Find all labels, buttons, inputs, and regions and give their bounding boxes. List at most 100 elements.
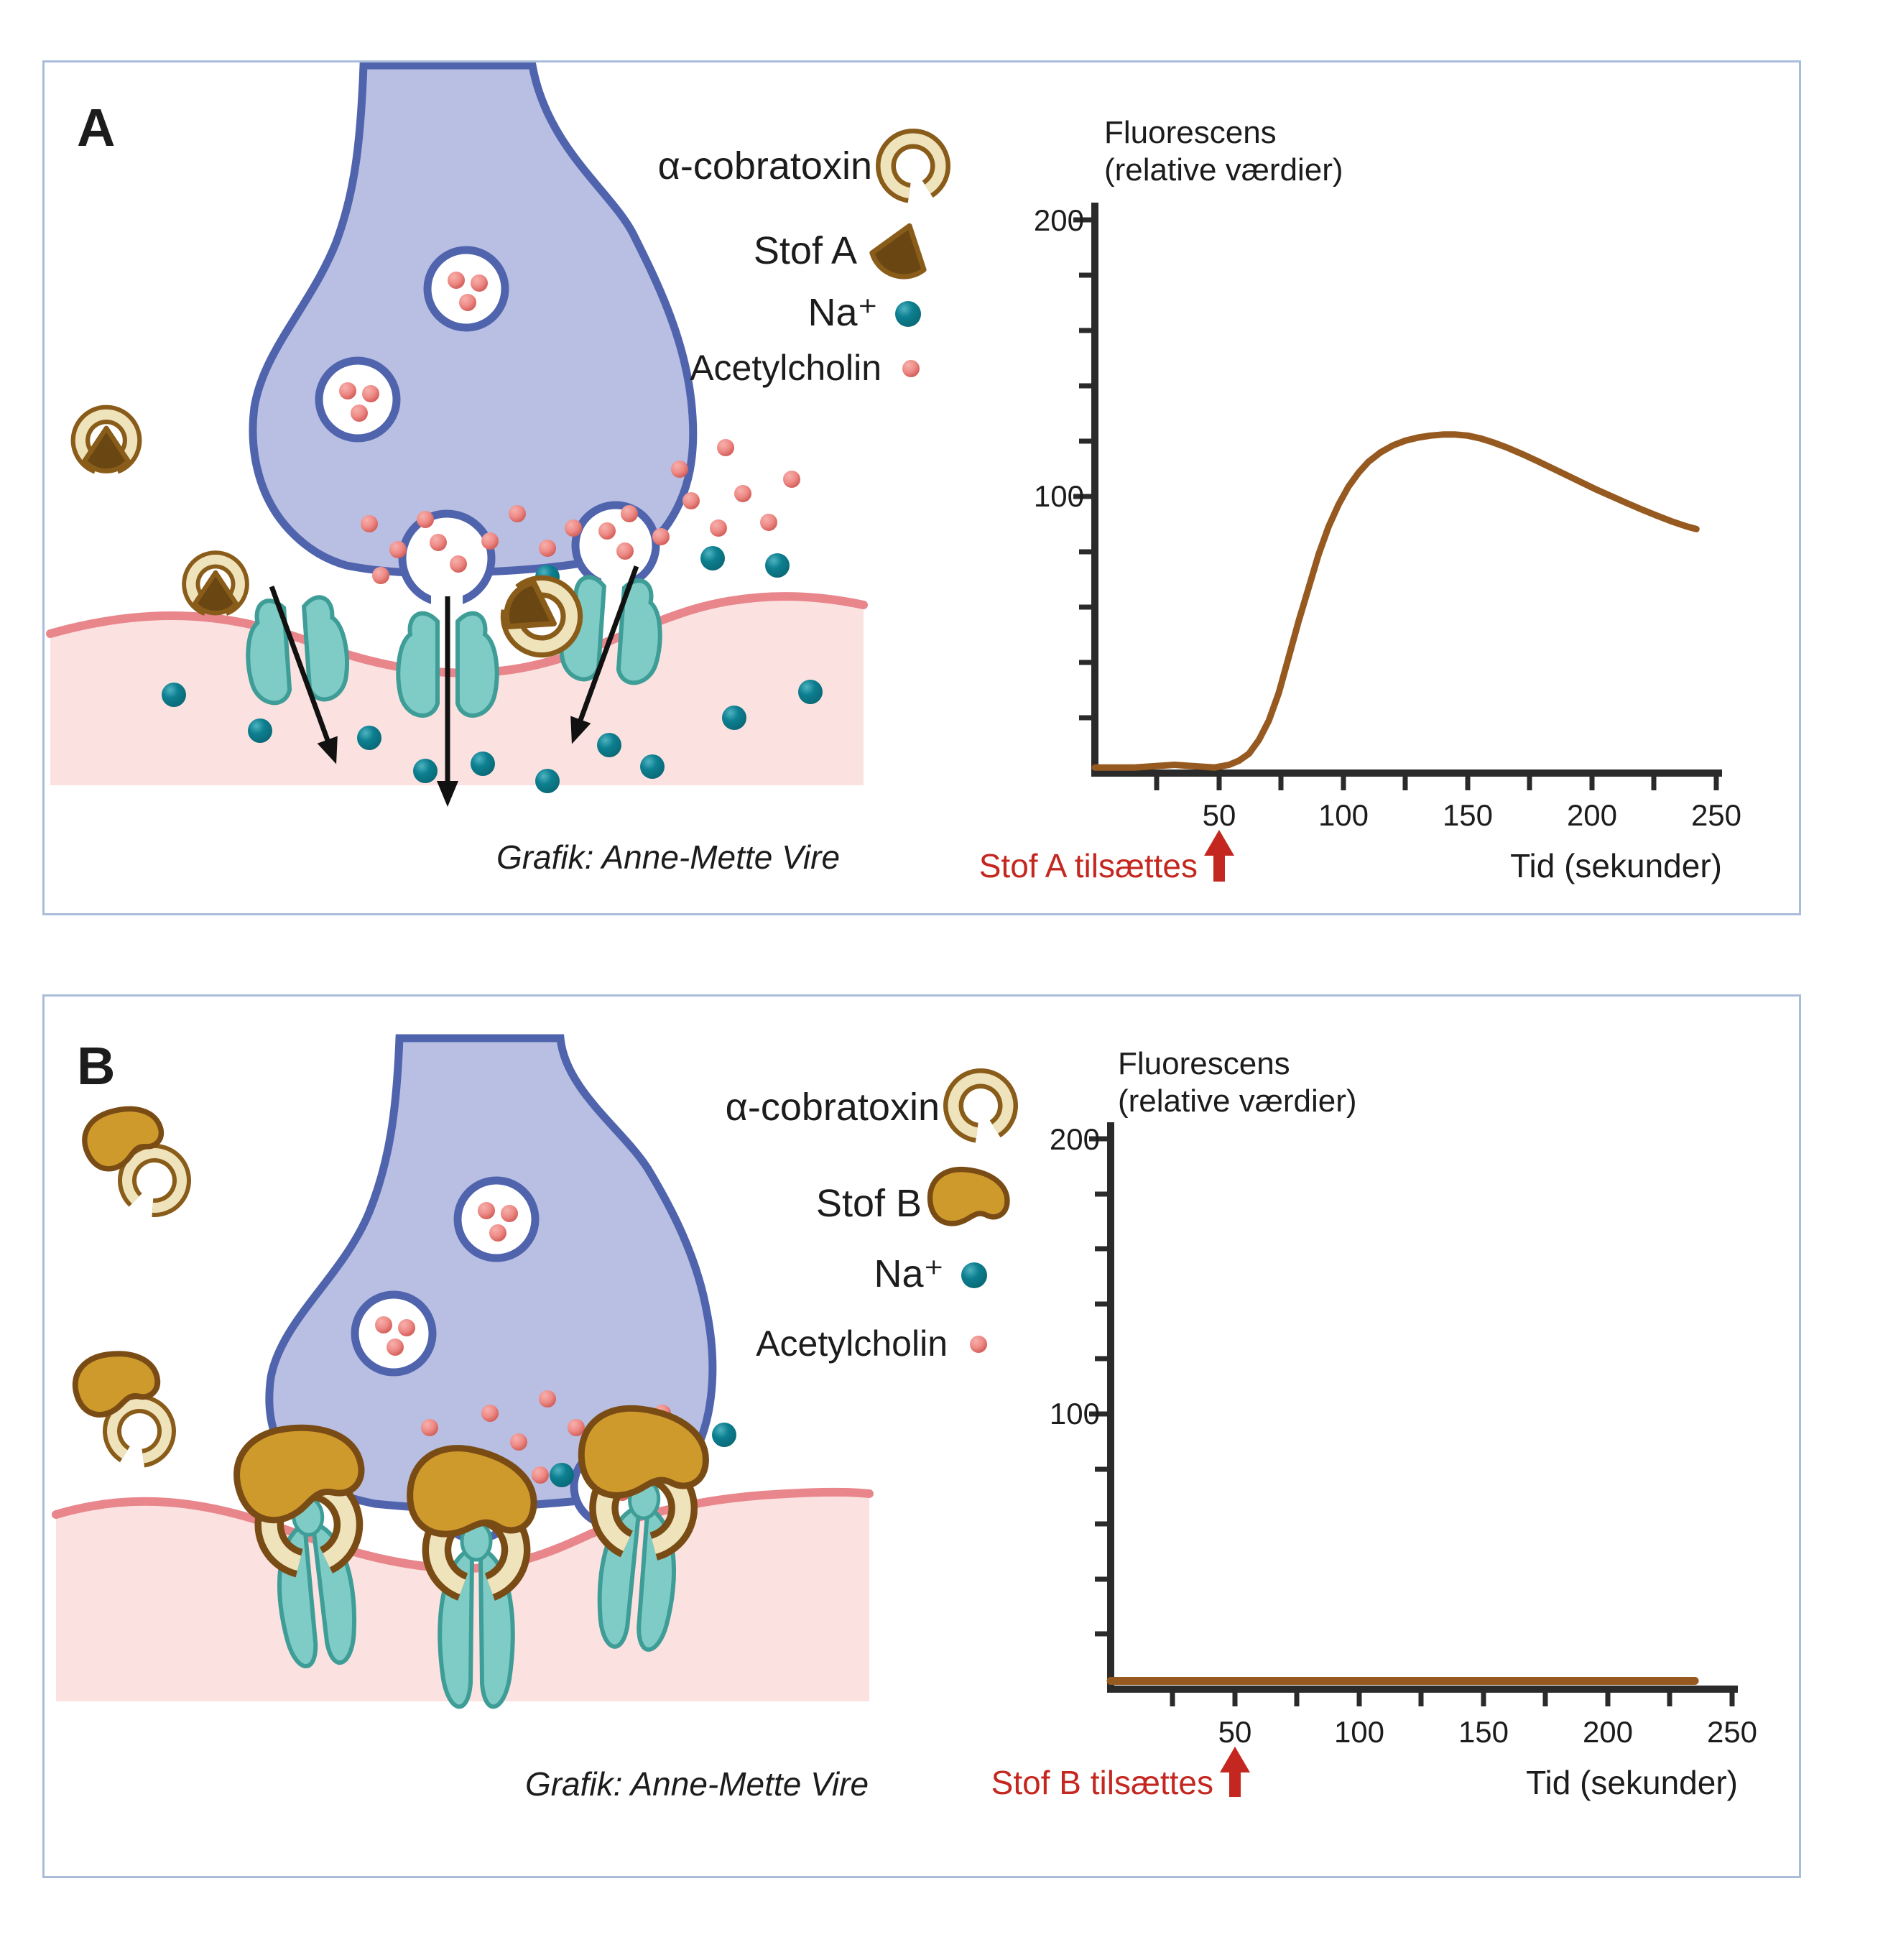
cobratoxin-stofa-complex (70, 405, 142, 474)
ach-dot (430, 534, 447, 551)
legend-cobratoxin-label: α-cobratoxin (658, 144, 872, 188)
panel-a-graphic: A (46, 63, 1741, 884)
cobratoxin-ring (506, 581, 578, 653)
cobratoxin-ring (103, 1395, 176, 1468)
ach-dot (375, 1316, 392, 1333)
na-dot (798, 680, 823, 704)
stof-b-icon (927, 1166, 1010, 1226)
arrow-shaft (269, 586, 332, 746)
ach-dot (478, 1202, 495, 1219)
acetylcholine-icon (970, 1336, 987, 1353)
ach-dot (471, 274, 488, 292)
x-tick-150: 150 (1458, 1715, 1509, 1749)
x-tick-50: 50 (1203, 798, 1236, 832)
legend: α-cobratoxin Stof B Na⁺ Acetylcholin (726, 1068, 1018, 1364)
ach-dot (481, 1405, 499, 1422)
ach-dot (351, 405, 368, 422)
cobratoxin-stofa-complex (500, 575, 583, 658)
na-dot (700, 546, 725, 570)
vesicle-membrane (453, 1176, 540, 1262)
ion-flow-arrow (269, 586, 338, 764)
na-dot (765, 553, 790, 578)
y-axis-title-line2: (relative værdier) (1118, 1083, 1357, 1119)
receptor-lobe (302, 595, 349, 702)
panel-a-letter: A (77, 98, 115, 157)
chart-b: Fluorescens (relative værdier) (991, 1046, 1757, 1801)
fluorescence-curve (1091, 431, 1700, 771)
ach-dot (682, 492, 700, 509)
panel-b-graphic: B (52, 1034, 1757, 1803)
receptor-lobe (246, 598, 292, 706)
x-tick-250: 250 (1691, 798, 1741, 832)
x-tick-200: 200 (1583, 1715, 1633, 1749)
ach-dot (532, 1466, 549, 1484)
chart-a: Fluorescens (relative værdier) (979, 115, 1741, 884)
cobratoxin-ring (186, 555, 245, 612)
stof-a-icon (869, 223, 927, 279)
presynaptic-terminal (249, 63, 698, 613)
x-tick-50: 50 (1218, 1715, 1252, 1749)
annotation-arrow (1204, 830, 1234, 882)
cobratoxin-stofa-complex (182, 550, 249, 616)
sodium-ions (162, 546, 823, 793)
cobratoxin-stofb-complex (82, 1106, 191, 1217)
stof-b-bean (72, 1351, 161, 1418)
ach-dot (568, 1419, 585, 1436)
stof-b-bean (233, 1424, 365, 1524)
ach-dot (621, 505, 638, 522)
synaptic-vesicle (423, 246, 509, 332)
x-tick-200: 200 (1567, 798, 1617, 832)
na-dot (357, 726, 381, 750)
stof-b-bean (82, 1106, 165, 1172)
legend-cobratoxin-label: α-cobratoxin (726, 1086, 940, 1129)
x-ticks (1154, 773, 1719, 790)
na-dot (712, 1423, 736, 1447)
stof-b-bean (578, 1405, 709, 1499)
ach-dot (671, 461, 688, 478)
stof-b-bean (407, 1445, 537, 1538)
ach-dot (710, 519, 727, 537)
cobratoxin-ring (118, 1144, 191, 1217)
annotation-arrow (1220, 1747, 1250, 1797)
x-tick-150: 150 (1443, 798, 1493, 832)
ach-dot (362, 385, 379, 402)
ach-dot (361, 515, 378, 532)
y-axis-title-line2: (relative værdier) (1104, 152, 1343, 188)
credit-text: Grafik: Anne-Mette Vire (496, 838, 840, 876)
na-dot (535, 769, 560, 793)
cobratoxin-ring (75, 409, 138, 470)
x-tick-100: 100 (1334, 1715, 1384, 1749)
x-ticks (1170, 1689, 1735, 1706)
ach-dot (652, 528, 670, 545)
legend-stof-label: Stof B (816, 1182, 922, 1225)
annotation-text: Stof A tilsættes (979, 847, 1198, 884)
stof-a-wedge (504, 580, 557, 629)
ach-dot (598, 522, 616, 540)
ion-flow-arrow (570, 565, 639, 744)
legend-ach-label: Acetylcholin (756, 1323, 948, 1364)
cobratoxin-icon (943, 1068, 1018, 1143)
ach-dot (509, 505, 526, 522)
fusing-vesicle (398, 509, 496, 613)
legend: α-cobratoxin Stof A Na⁺ Acetylcholin (658, 129, 950, 388)
ach-dot (717, 439, 734, 456)
arrow-shaft (576, 565, 639, 726)
acetylcholine-icon (902, 360, 920, 377)
vesicle-membrane (315, 356, 401, 443)
na-dot (597, 733, 621, 757)
receptor-open (396, 596, 499, 807)
cobratoxin-icon (876, 129, 950, 203)
ach-dot (417, 511, 434, 528)
ach-dot (448, 272, 465, 289)
na-dot (413, 759, 438, 783)
y-ticks (1089, 1136, 1111, 1637)
y-tick-100: 100 (1034, 479, 1084, 513)
synaptic-vesicle (453, 1176, 540, 1262)
na-icon (895, 301, 921, 327)
y-tick-200: 200 (1050, 1122, 1100, 1156)
stof-a-wedge (82, 425, 131, 473)
ach-dot (510, 1433, 527, 1451)
na-dot (640, 754, 665, 779)
panel-b-letter: B (77, 1036, 115, 1096)
